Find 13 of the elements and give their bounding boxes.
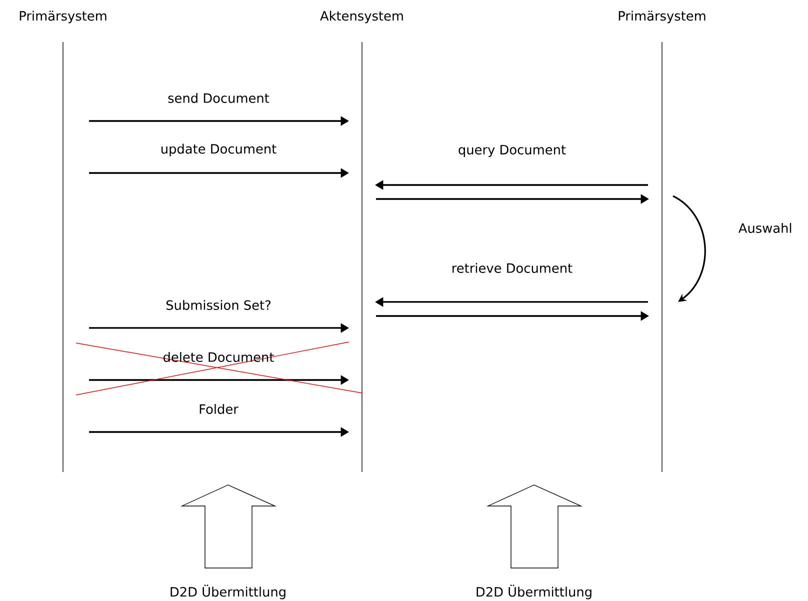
edge-label: query Document [458, 144, 566, 158]
lifeline-header: Primärsystem [20, 10, 106, 24]
arrow-caption: D2D Übermittlung [476, 584, 592, 600]
side-label: Auswahl [738, 223, 792, 233]
edge-label: delete Document [164, 352, 274, 362]
edge-label: retrieve Document [452, 263, 572, 273]
edge-label: Folder [200, 404, 238, 414]
lifeline-header: Aktensystem [320, 10, 403, 24]
edge-label: Submission Set? [166, 300, 271, 310]
lifeline-header: Primärsystem [618, 10, 706, 24]
arrow-caption: D2D Übermittlung [170, 584, 286, 600]
edge-label: update Document [161, 144, 276, 156]
edge-label: send Document [168, 93, 270, 103]
